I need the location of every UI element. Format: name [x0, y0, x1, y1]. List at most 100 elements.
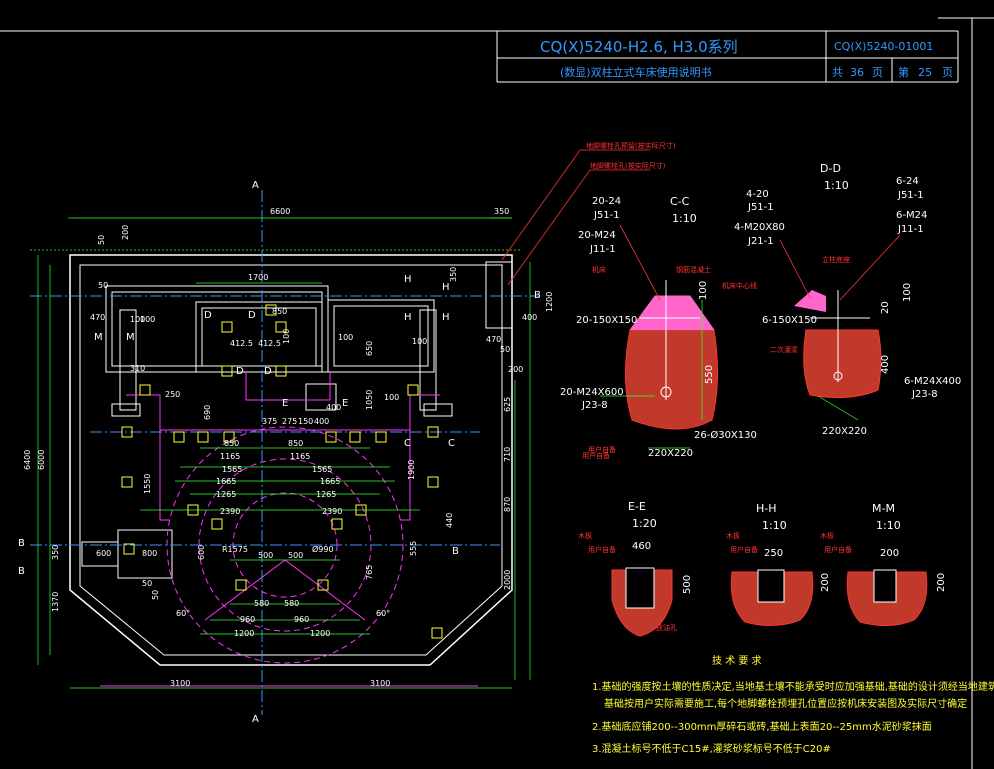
- dim-label: 1050: [365, 390, 374, 410]
- red-note: 二次灌浆: [770, 345, 798, 354]
- dim-label: 400: [326, 403, 341, 412]
- dd-label: 6-150X150: [762, 315, 817, 326]
- dim-label: 500: [258, 551, 273, 560]
- dim-label: 650: [365, 341, 374, 356]
- page-unit: 页: [942, 66, 953, 79]
- title-model: CQ(X)5240-H2.6, H3.0系列: [540, 38, 738, 56]
- section-marker: D: [236, 366, 244, 377]
- tech-items-group: 1.基础的强度按土壤的性质决定,当地基土壤不能承受时应加强基础,基础的设计须经当…: [592, 680, 994, 755]
- red-note: 机床中心线: [722, 281, 757, 290]
- cc-label: J11-1: [589, 244, 616, 255]
- dim-label: 765: [365, 565, 374, 580]
- cc-label: 550: [704, 365, 715, 384]
- dim-label: 470: [486, 335, 501, 344]
- red-note: 用户自备: [582, 451, 610, 460]
- dd-label: J21-1: [747, 236, 774, 247]
- dim-label: 1550: [143, 474, 152, 494]
- dim-label: 250: [165, 390, 180, 399]
- tech-item: 3.混凝土标号不低于C15#,灌浆砂浆标号不低于C20#: [592, 742, 831, 755]
- dim-label: 1900: [407, 460, 416, 480]
- section-ee-title: E-E: [628, 500, 646, 513]
- dim-label: 850: [272, 307, 287, 316]
- red-notes-group: 地脚螺栓孔预留(按实际尺寸)地脚螺栓孔(按实际尺寸)机床机床中心线钢筋混凝土二次…: [578, 141, 852, 632]
- ee-label: 460: [632, 541, 651, 552]
- dim-left-inner: 6000: [37, 450, 46, 470]
- red-note: 钢筋混凝土: [676, 265, 711, 274]
- dim-label: 100: [412, 337, 427, 346]
- cc-label: 100: [698, 281, 709, 300]
- dim-label: 580: [254, 599, 269, 608]
- dim-label: 600: [197, 545, 206, 560]
- section-marker: D: [248, 310, 256, 321]
- dim-label: 275: [282, 417, 297, 426]
- dim-label: 2000: [503, 570, 512, 590]
- dim-label: 850: [288, 439, 303, 448]
- total-pages-label: 共: [832, 66, 843, 79]
- dim-label: 850: [224, 439, 239, 448]
- red-note: 立柱底座: [822, 255, 850, 264]
- section-marker: H: [404, 312, 412, 323]
- dim-label: 412.5: [230, 339, 253, 348]
- dim-label: 1265: [316, 490, 336, 499]
- dim-label: 1700: [248, 273, 268, 282]
- dimension-lines: [30, 217, 531, 689]
- dd-label: 6-M24X400: [904, 376, 961, 387]
- section-marker: B: [534, 290, 541, 301]
- dd-label: 6-M24: [896, 210, 927, 221]
- section-marker: E: [282, 398, 288, 409]
- dim-label: 470: [90, 313, 105, 322]
- drawing-frame: [0, 17, 994, 769]
- section-marker: B: [452, 546, 459, 557]
- section-cc-scale: 1:10: [672, 212, 697, 225]
- section-dd-scale: 1:10: [824, 179, 849, 192]
- anchor-bolts: [121, 304, 443, 639]
- dim-label: 1200: [234, 629, 254, 638]
- leader-lines: [501, 149, 901, 301]
- title-subtitle: (数显)双柱立式车床使用说明书: [560, 65, 712, 79]
- section-marker: C: [404, 438, 411, 449]
- section-marker: B: [18, 566, 25, 577]
- dim-label: 440: [445, 513, 454, 528]
- dim-label: 400: [522, 313, 537, 322]
- dd-label: J23-8: [911, 389, 938, 400]
- dim-label: 100: [130, 315, 145, 324]
- section-mm-drawing: [846, 569, 928, 626]
- dd-labels-group: 4-20J51-14-M20X80J21-16-24J51-16-M24J11-…: [734, 176, 961, 437]
- cc-labels-group: 20-24J51-120-M24J11-120-150X15020-M24X60…: [560, 196, 757, 459]
- dd-label: 4-20: [746, 189, 769, 200]
- dim-label: 350: [449, 267, 458, 282]
- dim-label: 1200: [545, 292, 554, 312]
- dim-label: 600: [96, 549, 111, 558]
- doc-number: CQ(X)5240-01001: [834, 40, 933, 53]
- dim-label: 1665: [320, 477, 340, 486]
- total-pages-unit: 页: [872, 66, 883, 79]
- mm-label: 200: [880, 548, 899, 559]
- section-marker: H: [404, 274, 412, 285]
- dim-label: 150: [298, 417, 313, 426]
- section-marker: M: [126, 332, 135, 343]
- red-note: 用户自备: [730, 545, 758, 554]
- cc-label: 20-24: [592, 196, 621, 207]
- dim-bottom-right: 3100: [370, 679, 390, 688]
- dim-label: 1565: [312, 465, 332, 474]
- dim-label: 50: [97, 235, 106, 245]
- tech-item: 2.基础底应铺200--300mm厚碎石或砖,基础上表面20--25mm水泥砂浆…: [592, 720, 932, 733]
- dim-label: 710: [503, 447, 512, 462]
- dim-label: R1575: [222, 545, 248, 554]
- dim-label: 50: [98, 281, 108, 290]
- dim-label: 412.5: [258, 339, 281, 348]
- dim-label: 1265: [216, 490, 236, 499]
- dim-label: 310: [130, 364, 145, 373]
- dd-label: 20: [880, 301, 891, 314]
- section-dd-title: D-D: [820, 162, 841, 175]
- dd-label: 4-M20X80: [734, 222, 785, 233]
- dim-label: 1370: [51, 592, 60, 612]
- section-marker: B: [18, 538, 25, 549]
- cc-label: J23-8: [581, 400, 608, 411]
- red-note: 地脚螺栓孔预留(按实际尺寸): [586, 141, 676, 150]
- dim-label: 100: [338, 333, 353, 342]
- section-marker: A: [252, 714, 259, 725]
